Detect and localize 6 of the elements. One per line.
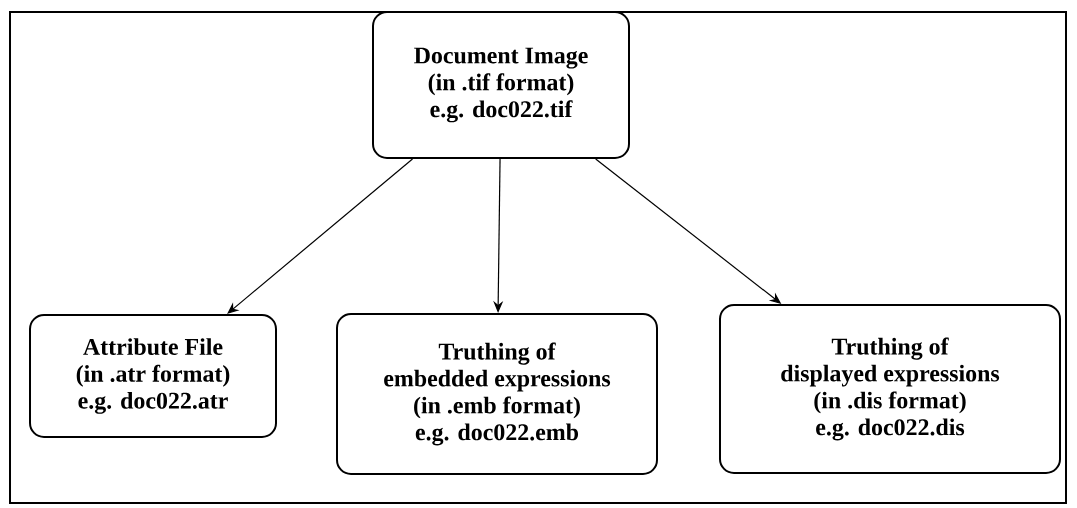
arrow (227, 158, 414, 314)
process-box: Truthing of embedded expressions (in .emb format) e.g. doc022.emb (336, 313, 658, 475)
arrow (493, 158, 504, 313)
process-box: Document Image (in .tif format) e.g. doc022.tif (372, 11, 630, 159)
process-box: Truthing of displayed expressions (in .dis format) e.g. doc022.dis (719, 304, 1061, 474)
process-box: Attribute File (in .atr format) e.g. doc022.atr (29, 314, 277, 438)
